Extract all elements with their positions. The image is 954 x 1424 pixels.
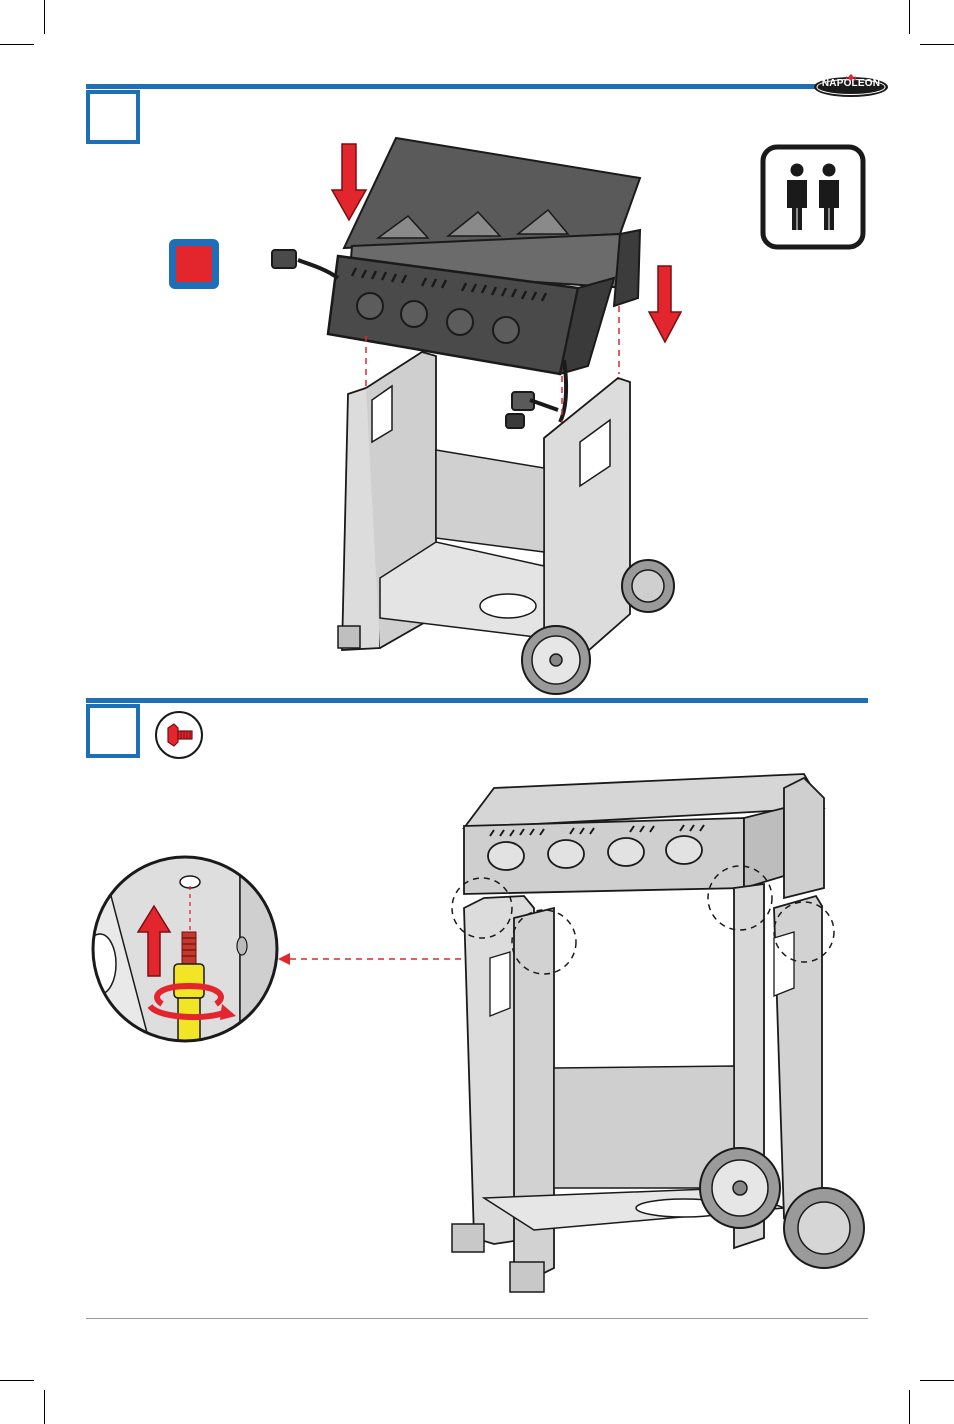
step-2-rule <box>86 698 868 703</box>
crop-mark <box>920 1380 954 1381</box>
step-1-number-box <box>86 90 140 144</box>
crop-mark <box>44 1390 45 1424</box>
crop-mark <box>0 1380 34 1381</box>
brand-logo: NAPOLEON <box>814 72 888 98</box>
hardware-color-marker <box>169 239 219 289</box>
crop-mark <box>909 0 910 34</box>
step-2-illustration <box>451 773 865 1293</box>
step-2-number-box <box>86 704 140 758</box>
detail-callout <box>91 855 279 1043</box>
footer-rule <box>86 1318 868 1319</box>
bolt-icon <box>155 711 203 759</box>
header-rule <box>86 84 818 89</box>
crop-mark <box>909 1390 910 1424</box>
step-1-illustration <box>271 136 683 695</box>
crop-mark <box>44 0 45 34</box>
crop-mark <box>0 44 34 45</box>
crop-mark <box>920 44 954 45</box>
two-person-lift-icon <box>760 144 866 250</box>
brand-name: NAPOLEON <box>821 78 881 89</box>
